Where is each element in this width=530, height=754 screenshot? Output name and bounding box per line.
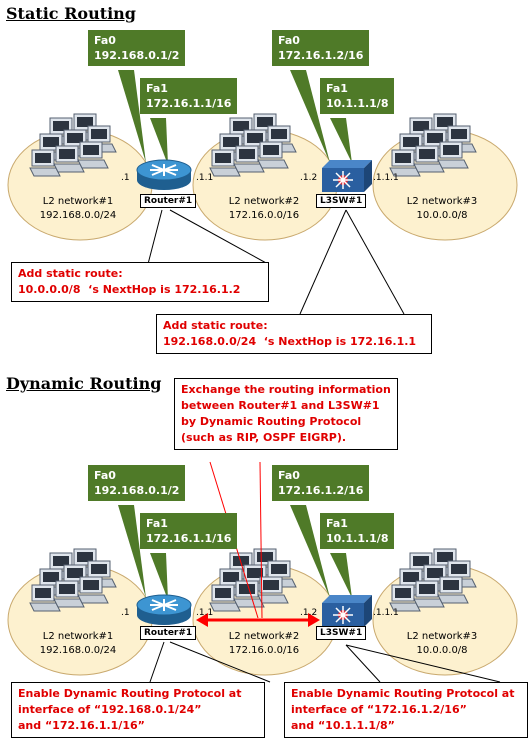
network-1-label: L2 network#1 192.168.0.0/24 — [39, 196, 117, 221]
dynamic-callout-tails — [118, 505, 352, 600]
router-fa1-callout: Fa1 172.16.1.1/16 — [140, 78, 238, 114]
switch-fa0-callout: Fa0 172.16.1.2/16 — [272, 465, 370, 501]
switch-static-route-note: Add static route: 192.168.0.0/24 ‘s Next… — [156, 314, 432, 354]
switch-left-ip: .1.2 — [300, 173, 318, 183]
router-dynamic-note: Enable Dynamic Routing Protocol at inter… — [11, 682, 265, 738]
exchange-note: Exchange the routing information between… — [174, 378, 398, 450]
router-right-ip: .1.1 — [196, 173, 214, 183]
switch-fa0-callout: Fa0 172.16.1.2/16 — [272, 30, 370, 66]
switch-label: L3SW#1 — [316, 194, 367, 208]
router-fa0-callout: Fa0 192.168.0.1/2 — [88, 30, 186, 66]
static-router-note-pointer — [169, 209, 269, 265]
network-2-label: L2 network#2 172.16.0.0/16 — [228, 631, 300, 656]
static-callout-tails — [118, 70, 352, 165]
router-label: Router#1 — [140, 194, 197, 208]
router-fa0-callout: Fa0 192.168.0.1/2 — [88, 465, 186, 501]
router-static-route-note: Add static route: 10.0.0.0/8 ‘s NextHop … — [11, 262, 269, 302]
static-sw-note-pointer — [299, 209, 347, 315]
l3-switch-icon — [322, 160, 372, 192]
router-icon — [136, 159, 192, 190]
switch-fa1-callout: Fa1 10.1.1.1/8 — [320, 78, 395, 114]
static-section-title: Static Routing — [6, 4, 136, 23]
network-2-label: L2 network#2 172.16.0.0/16 — [228, 196, 300, 221]
router-icon — [136, 594, 192, 625]
network-3-label: L2 network#3 10.0.0.0/8 — [406, 196, 478, 221]
network-1-label: L2 network#1 192.168.0.0/24 — [39, 631, 117, 656]
switch-right-ip: .1.1.1 — [373, 608, 399, 618]
protocol-arrow — [196, 613, 320, 627]
router-right-ip: .1.1 — [196, 608, 214, 618]
dynamic-section-title: Dynamic Routing — [6, 374, 162, 393]
switch-right-ip: .1.1.1 — [373, 173, 399, 183]
router-label: Router#1 — [140, 626, 197, 640]
router-left-ip: .1 — [121, 608, 130, 618]
router-left-ip: .1 — [121, 173, 130, 183]
switch-label: L3SW#1 — [316, 626, 367, 640]
exchange-pointer-right — [259, 461, 263, 619]
switch-dynamic-note: Enable Dynamic Routing Protocol at inter… — [284, 682, 528, 738]
l3-switch-icon — [322, 595, 372, 627]
switch-fa1-callout: Fa1 10.1.1.1/8 — [320, 513, 395, 549]
switch-left-ip: .1.2 — [300, 608, 318, 618]
network-3-label: L2 network#3 10.0.0.0/8 — [406, 631, 478, 656]
router-fa1-callout: Fa1 172.16.1.1/16 — [140, 513, 238, 549]
